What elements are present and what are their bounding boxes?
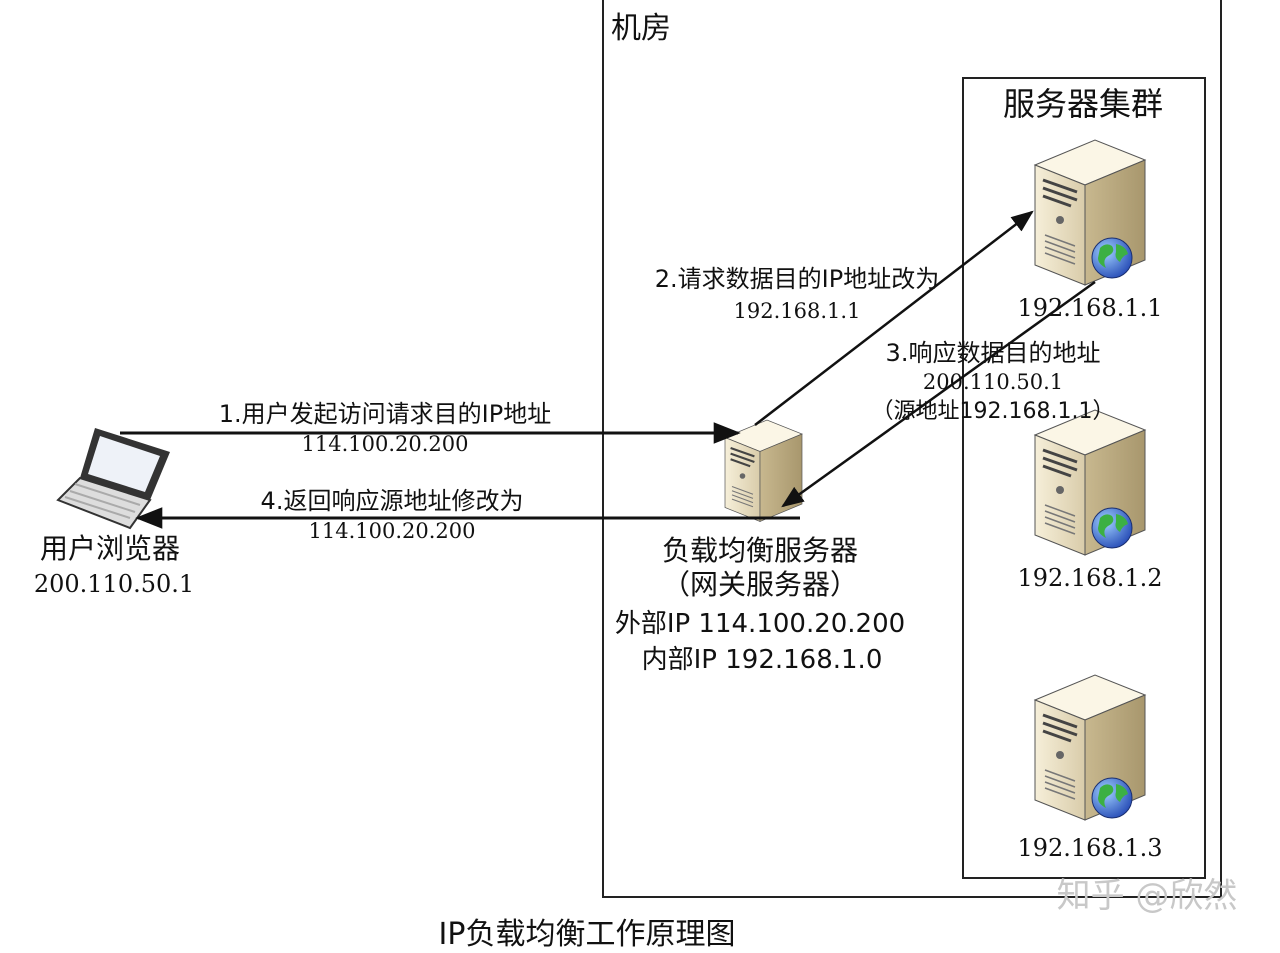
- step-1-label: 1.用户发起访问请求目的IP地址: [219, 400, 551, 428]
- arrow-step-3: [781, 280, 1096, 508]
- client-browser: 用户浏览器 200.110.50.1: [34, 428, 194, 598]
- watermark: 知乎 @欣然: [1057, 876, 1238, 916]
- step-2-detail: 192.168.1.1: [734, 299, 861, 323]
- server-ip: 192.168.1.3: [1017, 834, 1162, 862]
- server-icon: [723, 418, 804, 523]
- diagram-title: IP负载均衡工作原理图: [439, 917, 736, 952]
- step-3-detail: 200.110.50.1: [923, 370, 1063, 394]
- globe-icon: [1091, 237, 1133, 279]
- server-cluster-box: [962, 77, 1206, 879]
- cluster-server-1: 192.168.1.1: [1017, 138, 1163, 322]
- client-name: 用户浏览器: [40, 532, 180, 565]
- step-2-label: 2.请求数据目的IP地址改为: [655, 265, 939, 293]
- machine-room-label: 机房: [611, 11, 671, 46]
- step-4-detail: 114.100.20.200: [309, 519, 476, 543]
- load-balancer-name: 负载均衡服务器: [662, 534, 858, 567]
- load-balancer: 负载均衡服务器 （网关服务器） 外部IP 114.100.20.200 内部IP…: [615, 418, 905, 675]
- cluster-server-3: 192.168.1.3: [1017, 673, 1163, 862]
- server-ip: 192.168.1.1: [1017, 294, 1162, 322]
- client-ip: 200.110.50.1: [34, 570, 194, 598]
- step-4-label: 4.返回响应源地址修改为: [261, 487, 524, 515]
- internal-ip: 内部IP 192.168.1.0: [642, 645, 883, 675]
- external-ip: 外部IP 114.100.20.200: [615, 609, 905, 639]
- globe-icon: [1091, 777, 1133, 819]
- server-cluster-label: 服务器集群: [1003, 85, 1163, 123]
- globe-icon: [1091, 507, 1133, 549]
- cluster-server-2: 192.168.1.2: [1017, 408, 1163, 592]
- step-1-detail: 114.100.20.200: [302, 432, 469, 456]
- laptop-icon: [56, 428, 170, 530]
- machine-room-box: [602, 0, 1222, 898]
- arrow-step-2: [754, 210, 1034, 426]
- load-balancer-subtitle: （网关服务器）: [662, 568, 858, 601]
- step-3-extra: （源地址192.168.1.1）: [872, 399, 1115, 424]
- server-ip: 192.168.1.2: [1017, 564, 1162, 592]
- step-3-label: 3.响应数据目的地址: [886, 339, 1101, 367]
